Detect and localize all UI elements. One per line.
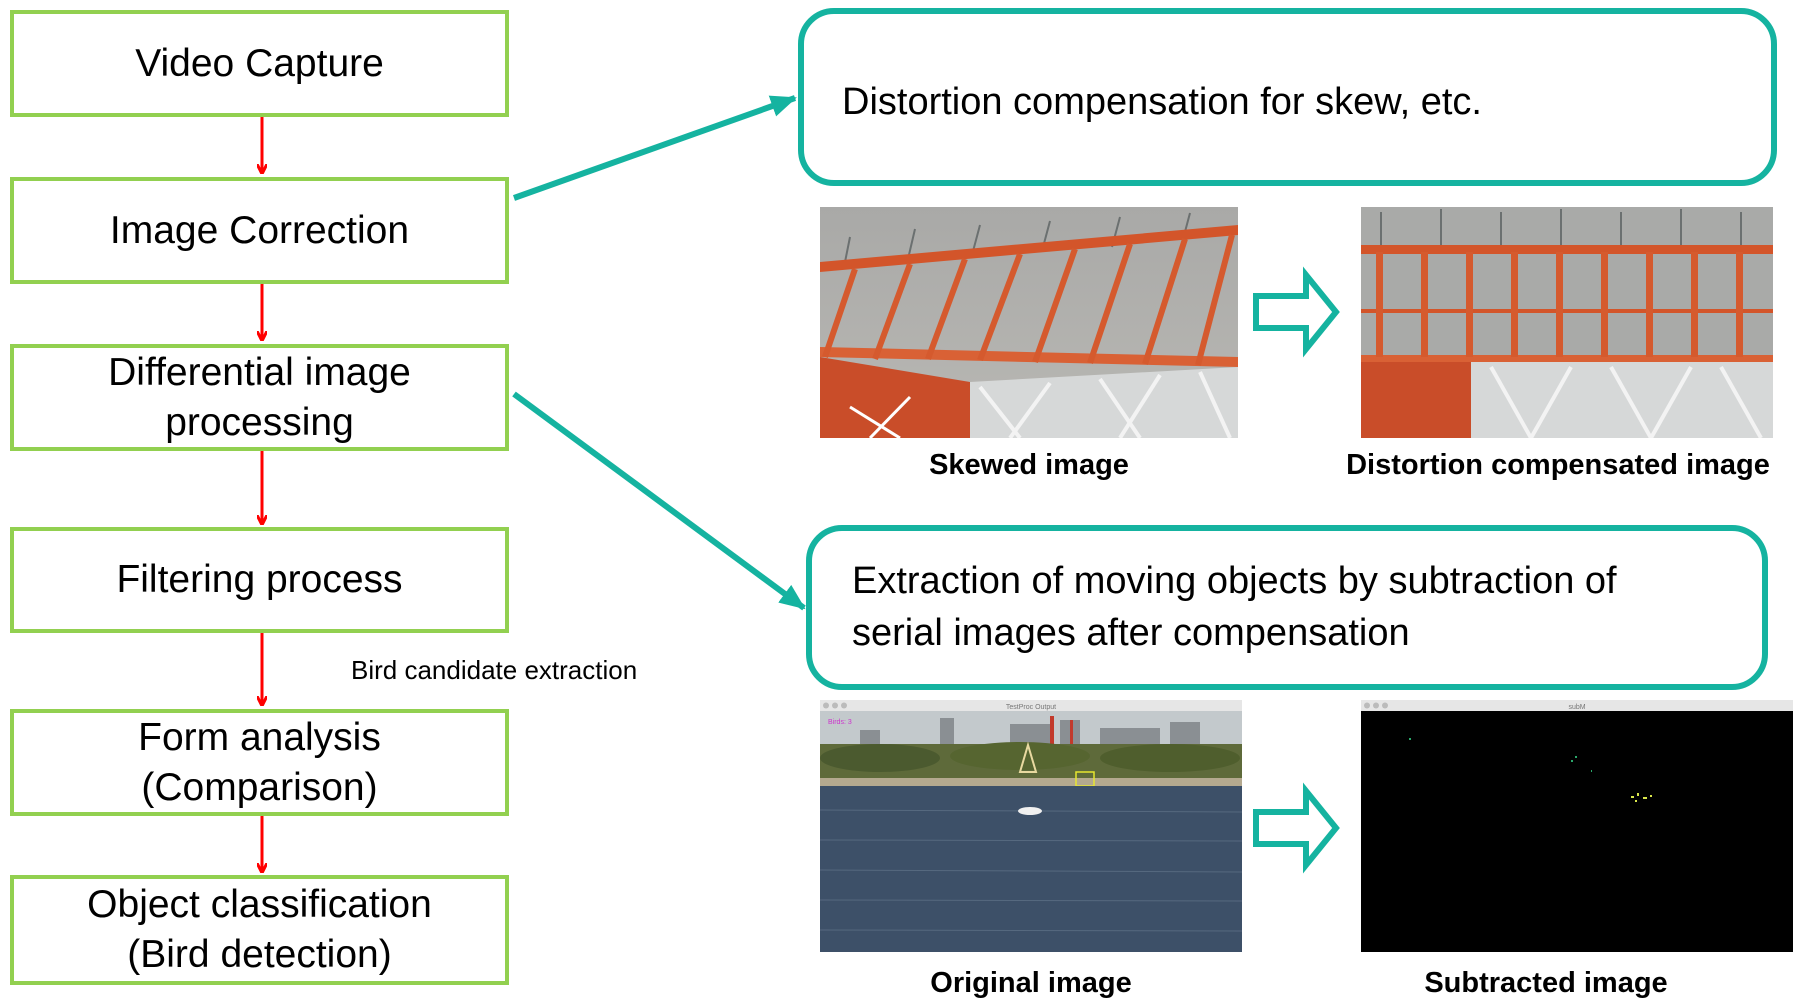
step-object-classification-label: Object classification (Bird detection) bbox=[87, 883, 432, 976]
original-image: TestProc Output Birds: 3 bbox=[820, 700, 1242, 952]
step-form-analysis-label: Form analysis (Comparison) bbox=[138, 715, 381, 809]
skewed-image bbox=[820, 207, 1238, 438]
bird-candidate-note: Bird candidate extraction bbox=[351, 655, 638, 685]
skewed-image-caption: Skewed image bbox=[929, 449, 1129, 481]
step-image-correction-label: Image Correction bbox=[109, 208, 410, 252]
block-arrow-compensation bbox=[1253, 266, 1340, 358]
subtracted-image-caption: Subtracted image bbox=[1424, 967, 1668, 999]
step-video-capture: Video Capture bbox=[10, 10, 509, 117]
callout-extraction-text: Extraction of moving objects by subtract… bbox=[852, 560, 1617, 655]
step-filtering-process: Filtering process bbox=[10, 527, 509, 633]
step-filtering-process-label: Filtering process bbox=[116, 558, 403, 602]
callout-distortion-text: Distortion compensation for skew, etc. bbox=[842, 81, 1482, 123]
step-differential-processing-label: Differential image processing bbox=[108, 350, 411, 444]
step-form-analysis: Form analysis (Comparison) bbox=[10, 709, 509, 816]
callout-distortion: Distortion compensation for skew, etc. bbox=[798, 8, 1777, 186]
step-image-correction: Image Correction bbox=[10, 177, 509, 284]
compensated-image-caption: Distortion compensated image bbox=[1346, 449, 1770, 481]
compensated-image bbox=[1361, 207, 1773, 438]
step-video-capture-label: Video Capture bbox=[135, 41, 384, 85]
original-window-title: TestProc Output bbox=[1006, 704, 1056, 711]
subtracted-window-title: subM bbox=[1568, 704, 1585, 711]
original-overlay-text: Birds: 3 bbox=[828, 719, 852, 726]
connector-differential bbox=[512, 391, 806, 611]
connector-correction bbox=[512, 95, 797, 201]
subtracted-image: subM bbox=[1361, 700, 1793, 952]
step-differential-processing: Differential image processing bbox=[10, 344, 509, 451]
step-object-classification: Object classification (Bird detection) bbox=[10, 875, 509, 985]
block-arrow-subtraction bbox=[1253, 782, 1340, 874]
callout-extraction: Extraction of moving objects by subtract… bbox=[806, 525, 1768, 690]
original-image-caption: Original image bbox=[930, 967, 1132, 999]
